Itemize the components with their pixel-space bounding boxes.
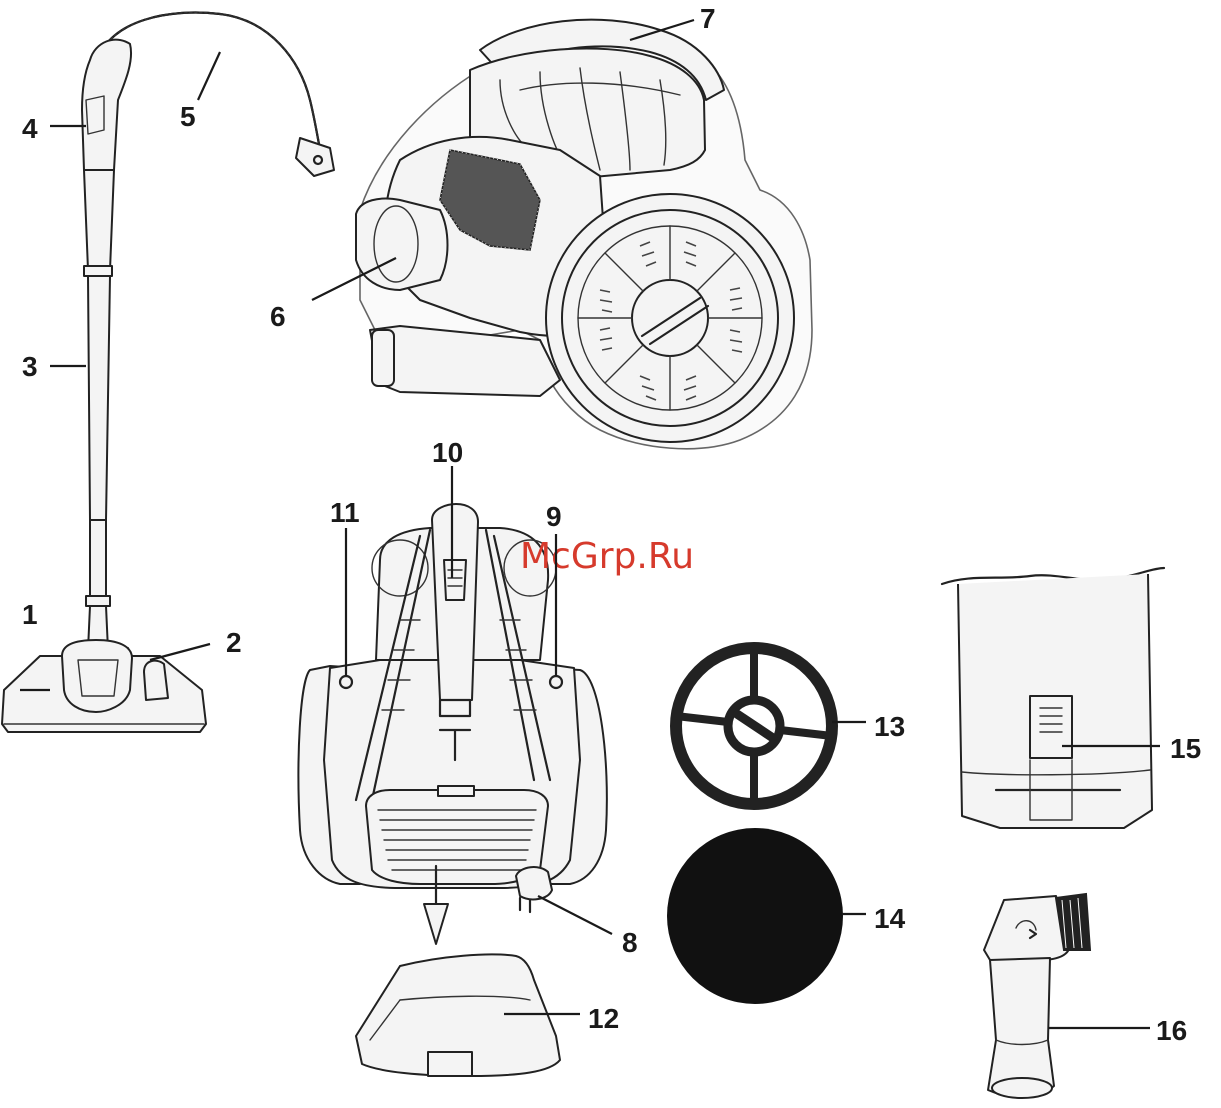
label-9: 9 bbox=[546, 501, 562, 532]
label-4: 4 bbox=[22, 113, 38, 144]
hose-tube-assembly bbox=[2, 13, 334, 732]
label-15: 15 bbox=[1170, 733, 1201, 764]
label-2: 2 bbox=[226, 627, 242, 658]
label-1: 1 bbox=[22, 599, 38, 630]
nozzle-pedal bbox=[144, 661, 168, 700]
label-11: 11 bbox=[330, 497, 360, 528]
flexible-hose bbox=[98, 13, 322, 160]
label-13: 13 bbox=[874, 711, 905, 742]
power-plug bbox=[516, 867, 552, 899]
label-12: 12 bbox=[588, 1003, 619, 1034]
dust-bag bbox=[356, 954, 560, 1076]
label-6: 6 bbox=[270, 301, 286, 332]
label-7: 7 bbox=[700, 3, 716, 34]
label-10: 10 bbox=[432, 437, 463, 468]
foam-filter bbox=[667, 828, 843, 1004]
hose-handle bbox=[82, 40, 131, 170]
label-5: 5 bbox=[180, 101, 196, 132]
telescopic-tube bbox=[84, 170, 114, 270]
dust-bag-holder bbox=[942, 568, 1164, 828]
motor-filter bbox=[676, 648, 832, 804]
watermark: McGrp.Ru bbox=[520, 536, 694, 577]
main-unit-perspective bbox=[356, 20, 812, 449]
label-16: 16 bbox=[1156, 1015, 1187, 1046]
brush-nozzle bbox=[984, 894, 1090, 1098]
label-8: 8 bbox=[622, 927, 638, 958]
label-14: 14 bbox=[874, 903, 906, 934]
label-3: 3 bbox=[22, 351, 38, 382]
